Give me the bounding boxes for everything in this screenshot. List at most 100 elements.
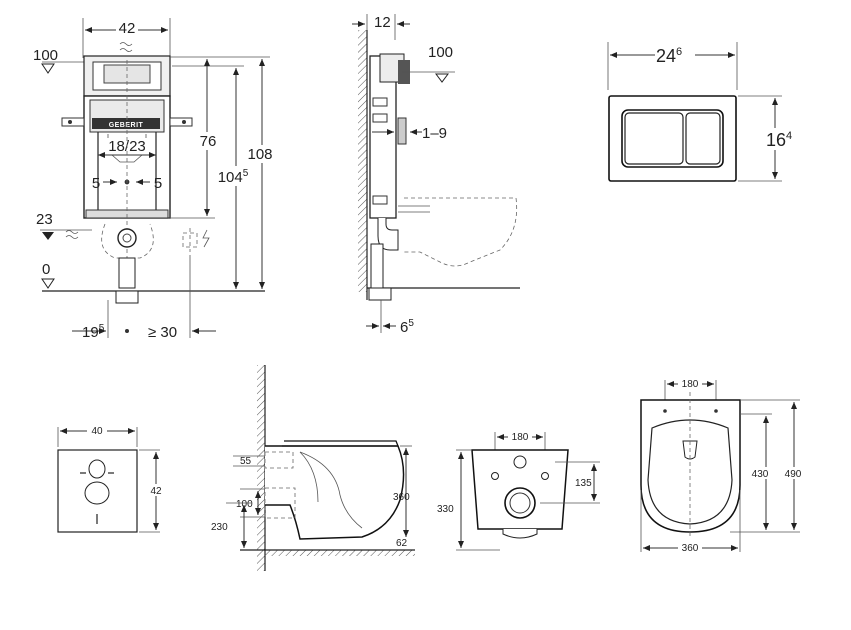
- bowl-inner: [299, 451, 319, 503]
- drain-bend: [377, 218, 399, 251]
- bolt-hole: [663, 409, 667, 413]
- screw-icon: [68, 120, 72, 124]
- label-bg: [760, 128, 800, 150]
- drain-outlet-inner: [509, 492, 531, 514]
- water-inlet-icon: [119, 42, 133, 52]
- flush-button-small: [685, 112, 721, 165]
- label-40: 40: [91, 426, 103, 437]
- label-bg: [655, 44, 695, 64]
- label-bg: [196, 132, 220, 150]
- wall-hatch: [358, 30, 367, 292]
- electricity-icon: [202, 229, 210, 248]
- label-12: 12: [374, 14, 391, 31]
- label-5-right: 5: [154, 175, 162, 192]
- label-55: 55: [240, 456, 252, 467]
- bowl-top-view: 180 430 490 360: [640, 377, 806, 554]
- bolt: [398, 205, 430, 213]
- drain-pipe: [118, 257, 136, 289]
- label-180: 180: [512, 432, 529, 443]
- label-108: 108: [247, 146, 272, 163]
- label-490: 490: [785, 469, 802, 480]
- center-dot: [125, 329, 129, 333]
- bowl-outline-dashed: [404, 197, 518, 267]
- label-360: 360: [682, 543, 699, 554]
- label-bg: [87, 424, 107, 436]
- label-24-6: 246: [656, 46, 682, 66]
- frame-bracket: [372, 113, 388, 123]
- brand-plate: [92, 118, 160, 129]
- drain-connector-inner: [122, 233, 132, 243]
- actuator-plate: [397, 117, 407, 145]
- label-bg: [116, 19, 138, 35]
- label-330: 330: [437, 504, 454, 515]
- label-230: 230: [211, 522, 228, 533]
- label-level-100: 100: [33, 47, 58, 64]
- label-100: 100: [236, 499, 253, 510]
- brand-label: GEBERIT: [109, 122, 144, 129]
- level-marker-100: [435, 73, 449, 83]
- label-level-100: 100: [428, 44, 453, 61]
- frame-side-view: 12 100 1–9 65: [352, 14, 520, 336]
- drain-pipe-end: [368, 287, 392, 301]
- label-level-23: 23: [36, 211, 53, 228]
- level-marker-100: [41, 63, 55, 74]
- wall-plate-view: 40 42: [57, 424, 164, 533]
- bolt-hole: [714, 409, 718, 413]
- label-bg: [148, 484, 164, 496]
- drain-pipe-end: [115, 290, 139, 304]
- frame-arm-right: [169, 117, 193, 127]
- label-360: 360: [393, 492, 410, 503]
- flush-plate-view: 246 164: [607, 42, 800, 182]
- label-bg: [246, 145, 276, 163]
- label-180: 180: [682, 379, 699, 390]
- frame-column: [369, 55, 397, 219]
- floor-hatch: [265, 550, 415, 556]
- label-42: 42: [119, 20, 136, 37]
- bowl-inner: [299, 451, 363, 529]
- label-62: 62: [396, 538, 408, 549]
- label-bg: [748, 467, 772, 479]
- water-hole: [88, 459, 106, 479]
- bolt-hole: [491, 472, 499, 480]
- wall-hatch: [257, 365, 265, 571]
- label-16-4: 164: [766, 130, 792, 150]
- label-level-0: 0: [42, 261, 50, 278]
- label-42: 42: [150, 486, 162, 497]
- label-6-5: 65: [400, 318, 414, 336]
- bowl-side-view: 55 100 230 360 62: [211, 365, 415, 571]
- label-bg: [508, 430, 532, 442]
- label-30: ≥ 30: [148, 324, 177, 341]
- level-marker-0: [41, 278, 55, 289]
- label-104: 1045: [218, 168, 249, 186]
- label-430: 430: [752, 469, 769, 480]
- water-inlet-hole: [513, 455, 527, 469]
- electrical-box: [182, 232, 198, 248]
- drain-hole: [84, 481, 110, 505]
- frame-arm-left: [61, 117, 85, 127]
- label-19-5: 195: [82, 323, 105, 341]
- label-bg: [780, 467, 806, 479]
- frame-front-view: GEBERIT 18/23 5 5: [33, 18, 276, 341]
- frame-bracket: [372, 195, 388, 205]
- bowl-back-view: 180 135 330: [437, 430, 600, 551]
- level-marker-23: [42, 232, 54, 240]
- drain-pipe: [370, 243, 384, 289]
- label-bg: [678, 377, 702, 389]
- drain-dashed: [264, 487, 296, 519]
- label-bg: [678, 541, 702, 553]
- frame-bracket: [372, 97, 388, 107]
- water-connection-icon: [65, 230, 79, 239]
- bowl-body: [265, 445, 405, 540]
- label-76: 76: [200, 133, 217, 150]
- label-135: 135: [575, 478, 592, 489]
- label-1-9: 1–9: [422, 125, 447, 142]
- bowl-foot: [502, 529, 538, 539]
- label-bg: [218, 166, 252, 186]
- label-5-left: 5: [92, 175, 100, 192]
- flush-button-large: [624, 112, 684, 165]
- bowl-seat: [282, 440, 399, 447]
- bolt-hole: [541, 472, 549, 480]
- water-inlet-dashed: [264, 451, 294, 469]
